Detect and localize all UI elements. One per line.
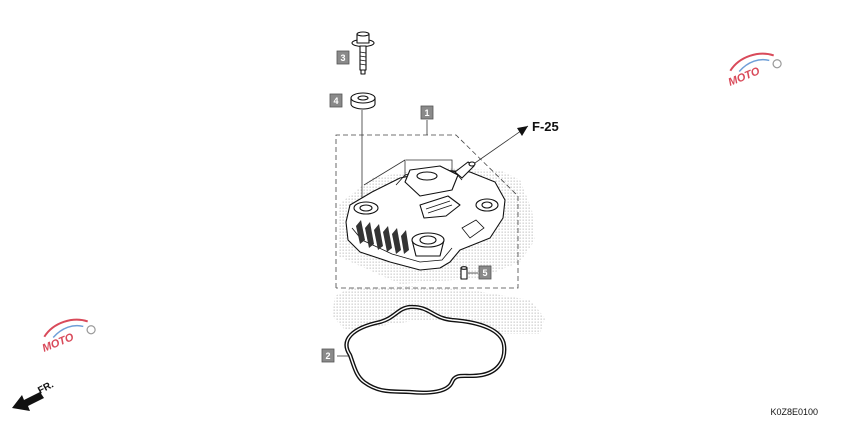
forward-arrow-icon: [12, 392, 44, 411]
svg-text:1: 1: [424, 108, 429, 118]
part-5-dowel-pin: [460, 266, 468, 280]
svg-text:4: 4: [333, 96, 338, 106]
callout-3: 3: [336, 50, 350, 65]
part-2-gasket: [344, 304, 507, 395]
diagram-code: K0Z8E0100: [770, 407, 818, 417]
callout-2: 2: [321, 348, 335, 363]
svg-text:5: 5: [482, 268, 487, 278]
watermark-bottom-left: MOTO: [41, 318, 96, 355]
callout-5: 5: [478, 265, 492, 280]
part-1-head-cover: [345, 161, 506, 271]
callout-4: 4: [329, 93, 343, 108]
part-3-bolt: [351, 31, 375, 75]
reference-arrow: [517, 126, 528, 136]
reference-label: F-25: [532, 119, 559, 134]
svg-text:2: 2: [325, 351, 330, 361]
direction-label: FR.: [36, 379, 56, 396]
cooling-fins: [356, 220, 409, 254]
watermark-top-right: MOTO: [727, 52, 782, 89]
callout-1: 1: [420, 105, 434, 120]
part-4-washer: [350, 92, 376, 110]
svg-text:3: 3: [340, 53, 345, 63]
assembly-boundary: [335, 134, 519, 289]
